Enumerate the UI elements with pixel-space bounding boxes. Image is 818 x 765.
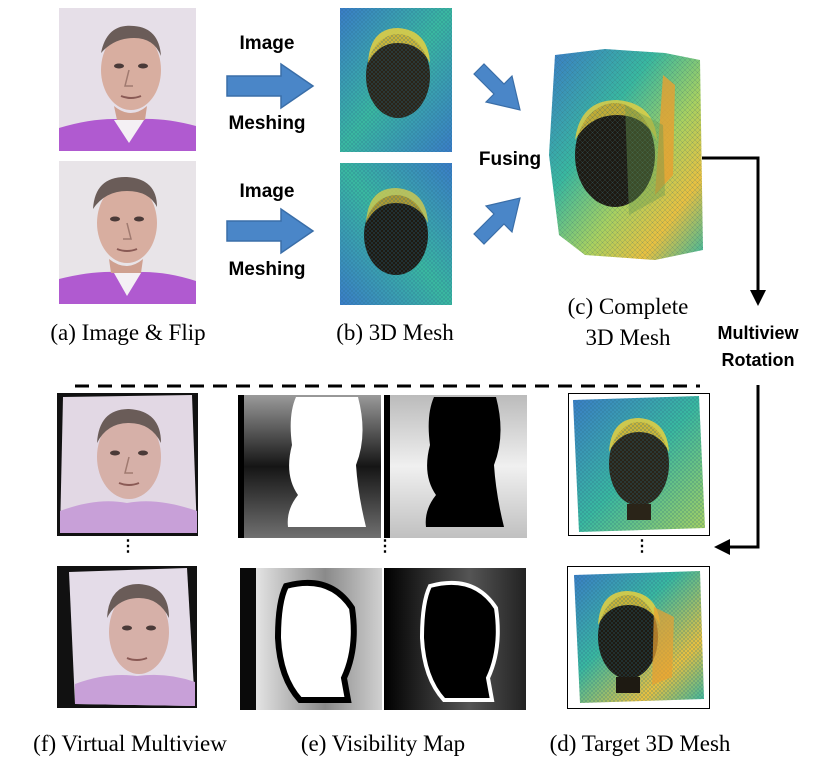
caption-b: (b) 3D Mesh: [336, 320, 454, 345]
complete-3d-mesh: [545, 45, 705, 265]
image-meshing-label-bottom-line1: Image: [239, 181, 295, 202]
virtual-view-rotated: [57, 566, 197, 708]
fusing-label: Fusing: [478, 149, 542, 170]
caption-f: (f) Virtual Multiview: [33, 731, 227, 756]
mesh-3d-original: [340, 8, 452, 152]
caption-c-line1: (c) Complete: [567, 294, 689, 319]
fuse-arrow-up-icon: [470, 192, 526, 253]
mesh-3d-flipped: [340, 163, 452, 305]
visibility-map-rotated-right: [384, 568, 526, 710]
visibility-map-frontal-right: [384, 395, 527, 538]
multiview-rotation-label-line2: Rotation: [721, 350, 795, 370]
image-meshing-label-top-line1: Image: [239, 33, 295, 54]
ellipsis-d: ⋮: [634, 538, 650, 555]
caption-d: (d) Target 3D Mesh: [549, 731, 731, 756]
caption-e: (e) Visibility Map: [300, 731, 466, 756]
visibility-map-rotated-left: [240, 568, 382, 710]
target-mesh-frontal: [568, 393, 710, 536]
multiview-rotation-label-line1: Multiview: [717, 323, 799, 343]
input-photo-original: [59, 8, 196, 151]
multiview-rotation-path-top: [700, 150, 770, 315]
virtual-view-frontal: [57, 393, 198, 536]
ellipsis-e: ⋮: [377, 538, 393, 555]
image-meshing-label-bottom-line2: Meshing: [228, 259, 306, 280]
image-meshing-label-top-line2: Meshing: [228, 113, 306, 134]
caption-a: (a) Image & Flip: [50, 320, 206, 345]
right-arrow-icon: [225, 207, 317, 260]
input-photo-flipped: [59, 161, 196, 304]
right-arrow-icon: [225, 62, 317, 115]
section-divider: [75, 376, 700, 394]
target-mesh-rotated: [567, 566, 710, 709]
multiview-rotation-path-bottom: [710, 375, 770, 560]
visibility-map-frontal-left: [238, 395, 381, 538]
caption-c-line2: 3D Mesh: [585, 325, 671, 350]
fuse-arrow-down-icon: [470, 60, 526, 121]
ellipsis-f: ⋮: [120, 538, 136, 555]
